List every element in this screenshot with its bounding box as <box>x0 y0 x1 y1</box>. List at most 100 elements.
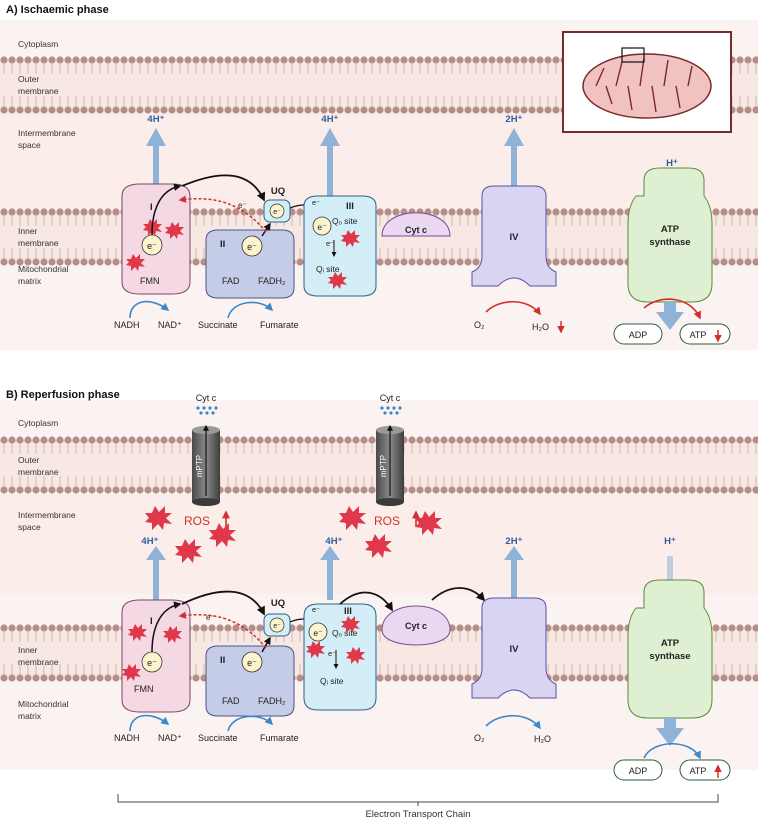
panel-a-nad: NAD⁺ <box>158 320 182 330</box>
panel-b-reverse-electron-arrow <box>178 611 267 649</box>
panel-b-complex-iii-numeral: III <box>344 606 352 617</box>
panel-b-uq-electron: e⁻ <box>273 623 281 630</box>
panel-b-c1-electron: e⁻ <box>147 658 157 668</box>
panel-a-c3-e-label: e⁻ <box>312 198 320 207</box>
panel-b-mptp-1-label: mPTP <box>195 455 204 477</box>
inset-zoom-box <box>621 47 645 63</box>
mitochondrion-icon <box>582 53 712 119</box>
panel-a-adp-pill <box>613 323 663 345</box>
panel-b-c3-ros-bursts <box>306 616 365 664</box>
panel-b-complex-iv <box>471 597 557 699</box>
panel-b-outer-membrane-label-1: Outer <box>18 455 39 465</box>
panel-b-cyt-c-release-1: Cyt c <box>196 393 217 403</box>
panel-b-proton-c1: 4H⁺ <box>141 536 158 547</box>
panel-b-atp-proton-arrow <box>656 718 684 746</box>
panel-a-proton-arrow-c3 <box>320 128 340 215</box>
panel-a-fumarate: Fumarate <box>260 320 299 330</box>
panel-a-cyt-c-label: Cyt c <box>405 225 427 235</box>
panel-a-atp-synthase <box>627 167 713 303</box>
panel-b-cyt-c <box>381 605 451 646</box>
panel-a-c3-qi-site: Qᵢ site <box>316 264 340 274</box>
panel-a-c3-qo-site: Qₒ site <box>332 216 358 226</box>
panel-a-complex-ii <box>205 229 295 299</box>
panel-a-c1-ros-burst-2 <box>165 222 184 239</box>
panel-b-c1-ros-bursts <box>122 624 182 681</box>
panel-b-title: B) Reperfusion phase <box>6 389 120 401</box>
panel-a-adp-to-atp-arrow <box>643 298 701 320</box>
panel-b-c1-electron-path <box>151 601 182 653</box>
panel-a-complex-iv-label: IV <box>510 232 520 243</box>
panel-b-adp-to-atp-arrow <box>643 743 701 760</box>
panel-b-mptp-2-bottom <box>376 498 404 506</box>
panel-b-complex-i-numeral: I <box>150 616 153 627</box>
panel-a-proton-arrow-c1 <box>146 128 166 215</box>
panel-b-ros-label-1: ROS <box>184 514 210 528</box>
panel-a-c2-fad: FAD <box>222 276 240 286</box>
panel-a-title: A) Ischaemic phase <box>6 4 109 16</box>
panel-b-proton-c3: 4H⁺ <box>325 536 342 547</box>
panel-a-uq-label: UQ <box>271 186 285 197</box>
panel-b-c3-electron: e⁻ <box>313 628 323 638</box>
panel-b-c2-to-uq-arrow <box>261 636 271 653</box>
panel-b-cyt-c-dots-1 <box>196 406 218 415</box>
panel-a-inner-membrane-label-1: Inner <box>18 226 38 236</box>
panel-b-c3-qi-site: Qᵢ site <box>320 676 344 686</box>
panel-b-cyt-c-dots-2 <box>380 406 402 415</box>
panel-b-intermembrane-label-2: space <box>18 522 41 532</box>
panel-a-intermembrane-label-2: space <box>18 140 41 150</box>
panel-a-complex-iv <box>471 185 557 287</box>
panel-a-cyt-c <box>381 212 451 237</box>
panel-b-uq-label: UQ <box>271 598 285 609</box>
panel-a-c2-to-uq-arrow <box>261 222 271 237</box>
panel-b-nadh: NADH <box>114 733 140 743</box>
etc-bracket-label: Electron Transport Chain <box>365 809 470 820</box>
panel-a-uq-electron-circle <box>269 203 285 219</box>
panel-a-c2-fadh2: FADH₂ <box>258 276 286 286</box>
panel-b-fumarate: Fumarate <box>260 733 299 743</box>
panel-b-succinate: Succinate <box>198 733 238 743</box>
panel-b-proton-c4: 2H⁺ <box>505 536 522 547</box>
panel-b-c3-e2-label: e⁻ <box>328 649 336 658</box>
panel-b-succinate-arrow <box>227 715 274 732</box>
panel-a-nadh-arrow <box>129 300 170 319</box>
panel-b-c3-e-label: e⁻ <box>312 605 320 614</box>
panel-a-c3-e2-label: e⁻ <box>326 239 334 248</box>
panel-a-intermembrane-label-1: Intermembrane <box>18 128 76 138</box>
mitochondrion-cristae <box>595 57 693 113</box>
panel-a-succinate-arrow <box>227 301 274 319</box>
panel-b-mptp-1-bottom <box>192 498 220 506</box>
panel-a-complex-i-numeral: I <box>150 202 153 213</box>
etc-bracket <box>117 794 719 803</box>
panel-b-c2-fadh2: FADH₂ <box>258 696 286 706</box>
panel-b-ros-bursts <box>145 506 442 563</box>
panel-b-nadh-arrow <box>129 714 170 732</box>
panel-b-h2o: H₂O <box>534 734 551 744</box>
panel-a-atp: ATP <box>690 330 707 340</box>
panel-a-outer-membrane-label-2: membrane <box>18 86 59 96</box>
panel-a-c3-electron: e⁻ <box>317 222 327 232</box>
panel-b-c1-to-uq-arrow <box>181 590 265 616</box>
panel-a-c1-electron-path <box>151 183 182 236</box>
panel-a-uq-electron: e⁻ <box>273 209 281 216</box>
panel-a-complex-iii-numeral: III <box>346 201 354 212</box>
panel-b-ros-label-2: ROS <box>374 514 400 528</box>
panel-b-adp-pill <box>613 759 663 781</box>
panel-b-proton-arrow-c3 <box>320 546 340 600</box>
panel-a-inner-membrane-label-2: membrane <box>18 238 59 248</box>
panel-a-reverse-electron-arrow <box>178 195 267 233</box>
panel-b-complex-ii <box>205 645 295 717</box>
panel-b-c2-electron-circle <box>241 651 263 673</box>
panel-b-proton-arrow-c4 <box>504 546 524 600</box>
panel-b-c2-electron: e⁻ <box>247 658 257 668</box>
panel-b: B) Reperfusion phase Cytoplasm Outer mem… <box>0 389 758 820</box>
panel-b-nad: NAD⁺ <box>158 733 182 743</box>
panel-b-atp-synthase <box>627 579 713 719</box>
panel-a-outer-membrane-label-1: Outer <box>18 74 39 84</box>
panel-b-c3-to-cytc-arrow <box>339 591 393 612</box>
panel-a-adp: ADP <box>629 330 648 340</box>
panel-b-cyt-c-label: Cyt c <box>405 621 427 631</box>
panel-b-inner-membrane-label-2: membrane <box>18 657 59 667</box>
panel-b-uq-electron-circle <box>269 617 285 633</box>
panel-a-h2o: H₂O <box>532 322 549 332</box>
